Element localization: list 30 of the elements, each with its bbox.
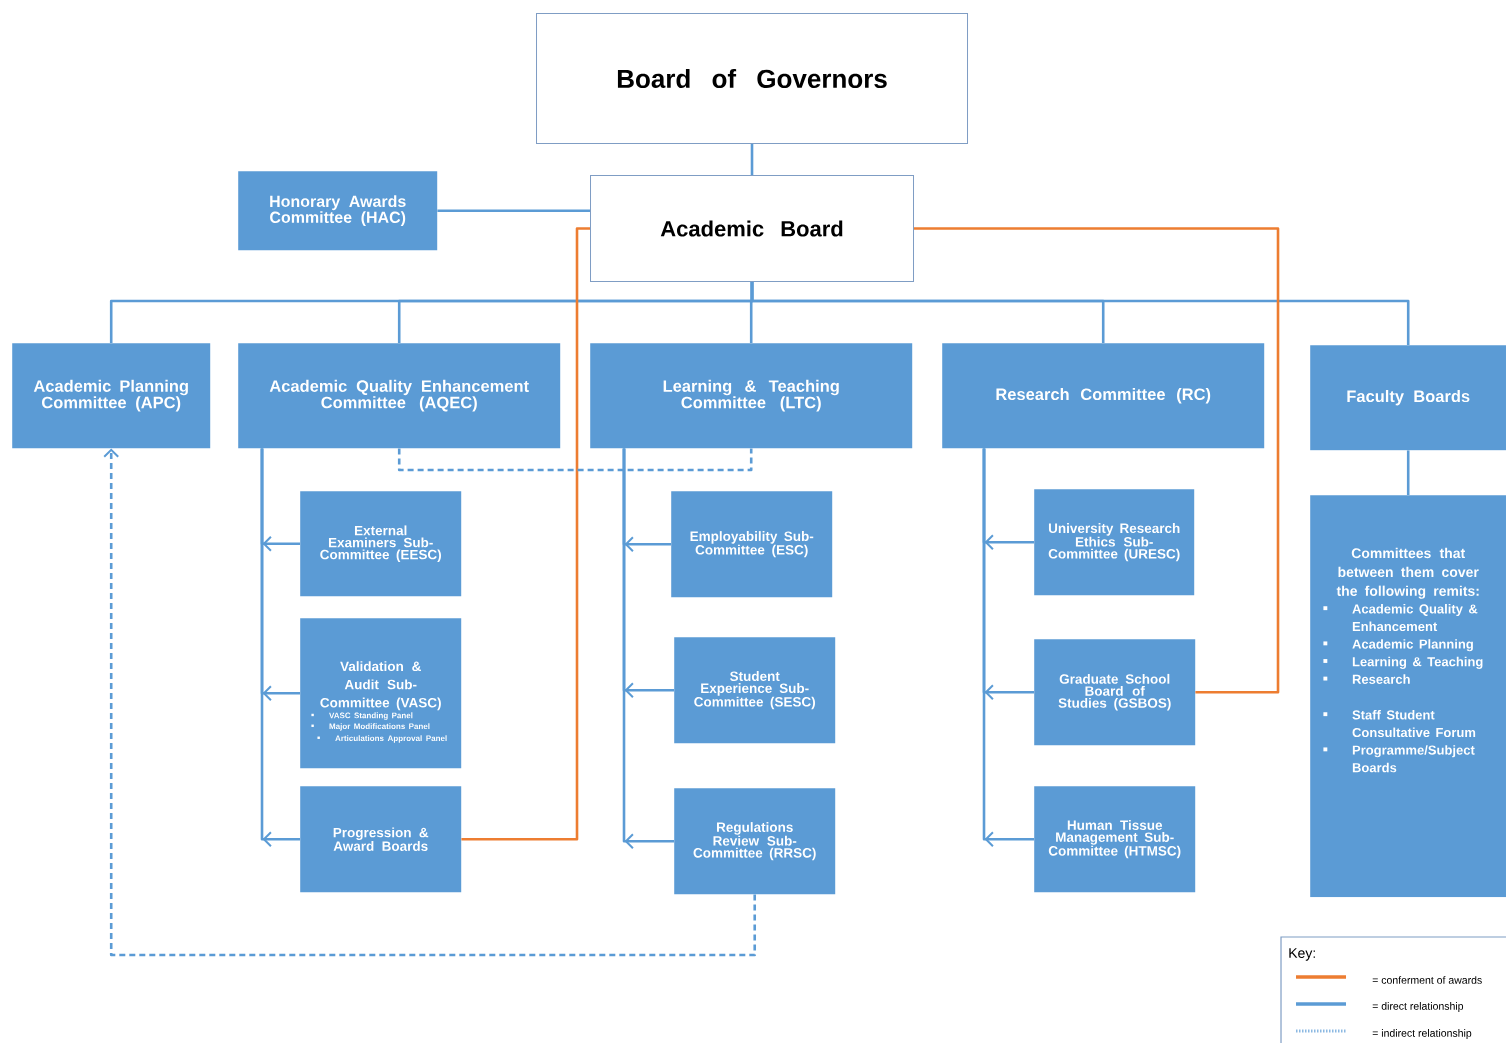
committee-box: Employability Sub-Committee (ESC): [671, 491, 833, 598]
committee-box: Learning & Teaching Committee (LTC): [590, 343, 913, 449]
legend-text: = indirect relationship: [1372, 1029, 1472, 1039]
connector-line: [1406, 450, 1410, 495]
committee-box: External Examiners Sub-Committee (EESC): [300, 491, 462, 597]
dashed-line: [397, 448, 753, 472]
committee-box: Human Tissue Management Sub-Committee (HTMSC): [1034, 786, 1196, 893]
committee-box: Honorary Awards Committee (HAC): [238, 171, 438, 251]
connector-line: [914, 227, 1280, 694]
committee-box: Academic Planning Committee (APC): [12, 343, 211, 449]
committee-box: Faculty Boards: [1310, 345, 1506, 451]
committee-box: Student Experience Sub-Committee (SESC): [674, 637, 836, 744]
committee-box: Graduate School Board of Studies (GSBOS): [1034, 639, 1196, 746]
legend-text: = direct relationship: [1372, 1002, 1464, 1012]
connector-line: [750, 282, 1410, 345]
connector-line: [461, 227, 590, 841]
board-box: Board of Governors: [536, 13, 968, 144]
connector-line: [750, 144, 754, 175]
committee-box: Committees that between them cover the following remits: Academic Quality & Enhancement Academic Planning Learning & Teaching Research Staff Student Consultative Forum Programme/Subject Boards: [1310, 495, 1506, 898]
committee-box: Validation & Audit Sub-Committee (VASC) VASC Standing Panel Major Modifications Panel Articulations Approval Panel: [300, 618, 462, 769]
board-box: Academic Board: [590, 175, 914, 282]
arrow: [103, 448, 756, 957]
committee-box: University Research Ethics Sub-Committee (URESC): [1034, 489, 1195, 596]
key-label: Key:: [1289, 948, 1315, 961]
committee-box: Academic Quality Enhancement Committee (AQEC): [238, 343, 561, 449]
committee-box: Research Committee (RC): [942, 343, 1265, 449]
committee-box: Regulations Review Sub-Committee (RRSC): [674, 788, 836, 895]
committee-box: Progression & Award Boards: [300, 786, 462, 893]
legend-text: = conferment of awards: [1372, 976, 1482, 984]
connector-line: [437, 209, 590, 212]
